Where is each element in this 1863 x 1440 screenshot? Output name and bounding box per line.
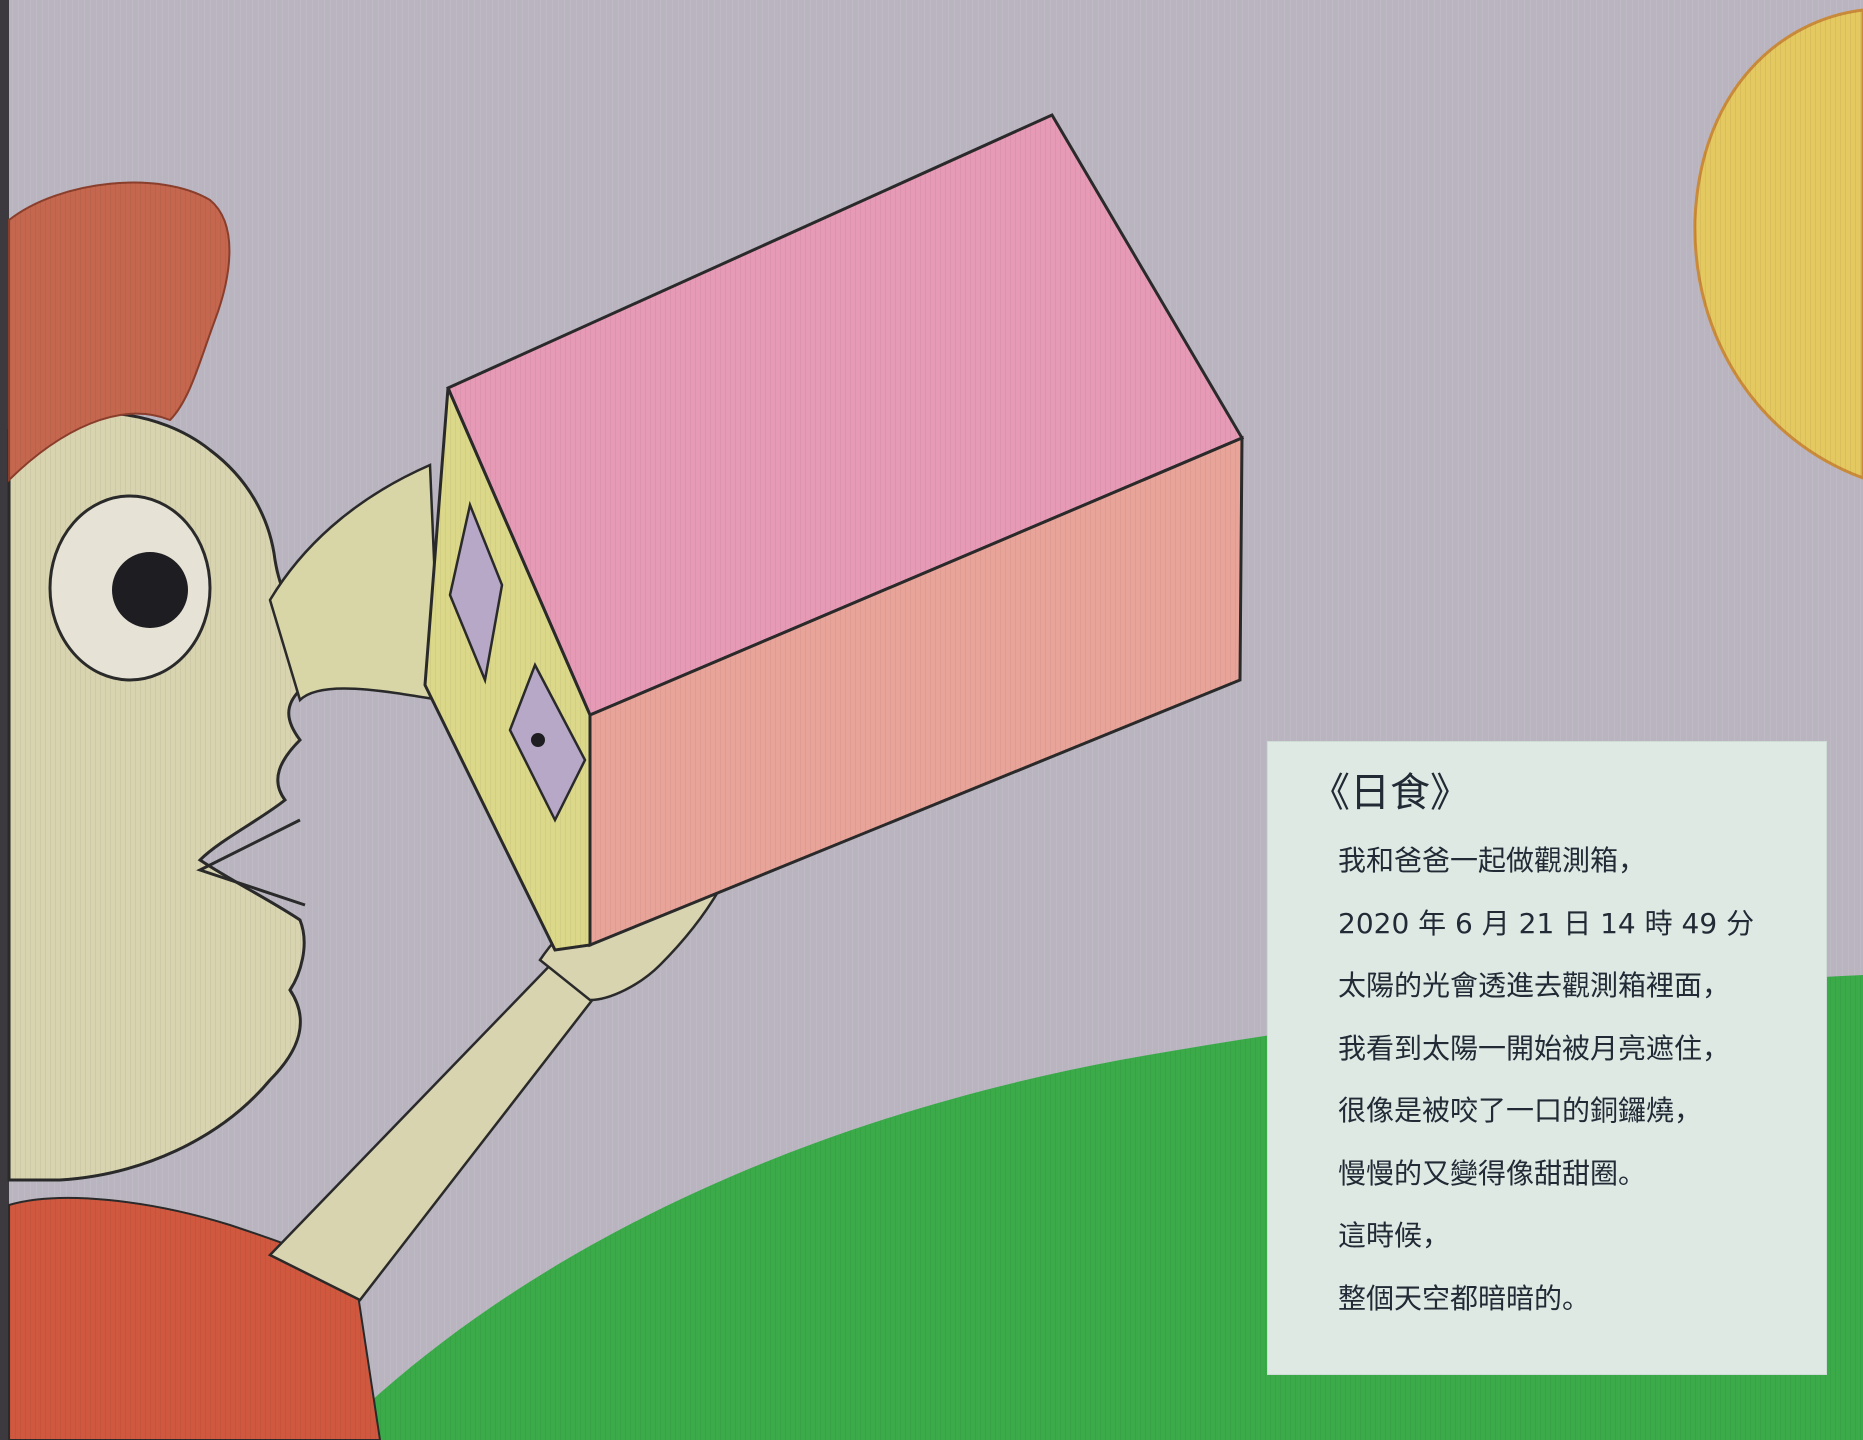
sun-texture	[1694, 10, 1863, 478]
story-line: 慢慢的又變得像甜甜圈。	[1338, 1156, 1647, 1190]
pinhole-window	[508, 661, 587, 823]
pinhole	[531, 733, 545, 747]
viewing-window	[448, 500, 504, 685]
story-line: 2020 年 6 月 21 日 14 時 49 分	[1338, 906, 1755, 940]
left-edge-strip	[0, 0, 9, 1440]
pupil	[112, 552, 188, 628]
mouth	[196, 818, 306, 907]
box-top-texture	[448, 115, 1242, 715]
story-line: 太陽的光會透進去觀測箱裡面，	[1338, 969, 1731, 1002]
story-title: 《日食》	[1310, 770, 1470, 816]
story-line: 這時候，	[1338, 1219, 1451, 1252]
story-text: 我和爸爸一起做觀測箱， 2020 年 6 月 21 日 14 時 49 分 太陽…	[1338, 830, 1796, 1330]
hair-texture	[9, 182, 230, 480]
story-caption-card: 《日食》 我和爸爸一起做觀測箱， 2020 年 6 月 21 日 14 時 49…	[1268, 742, 1826, 1374]
box-side-texture	[590, 438, 1242, 945]
light-funnel	[268, 463, 442, 703]
story-line: 整個天空都暗暗的。	[1338, 1281, 1591, 1315]
story-line: 很像是被咬了一口的銅鑼燒，	[1338, 1094, 1703, 1127]
story-line: 我和爸爸一起做觀測箱，	[1338, 844, 1647, 877]
story-line: 我看到太陽一開始被月亮遮住，	[1338, 1031, 1731, 1065]
